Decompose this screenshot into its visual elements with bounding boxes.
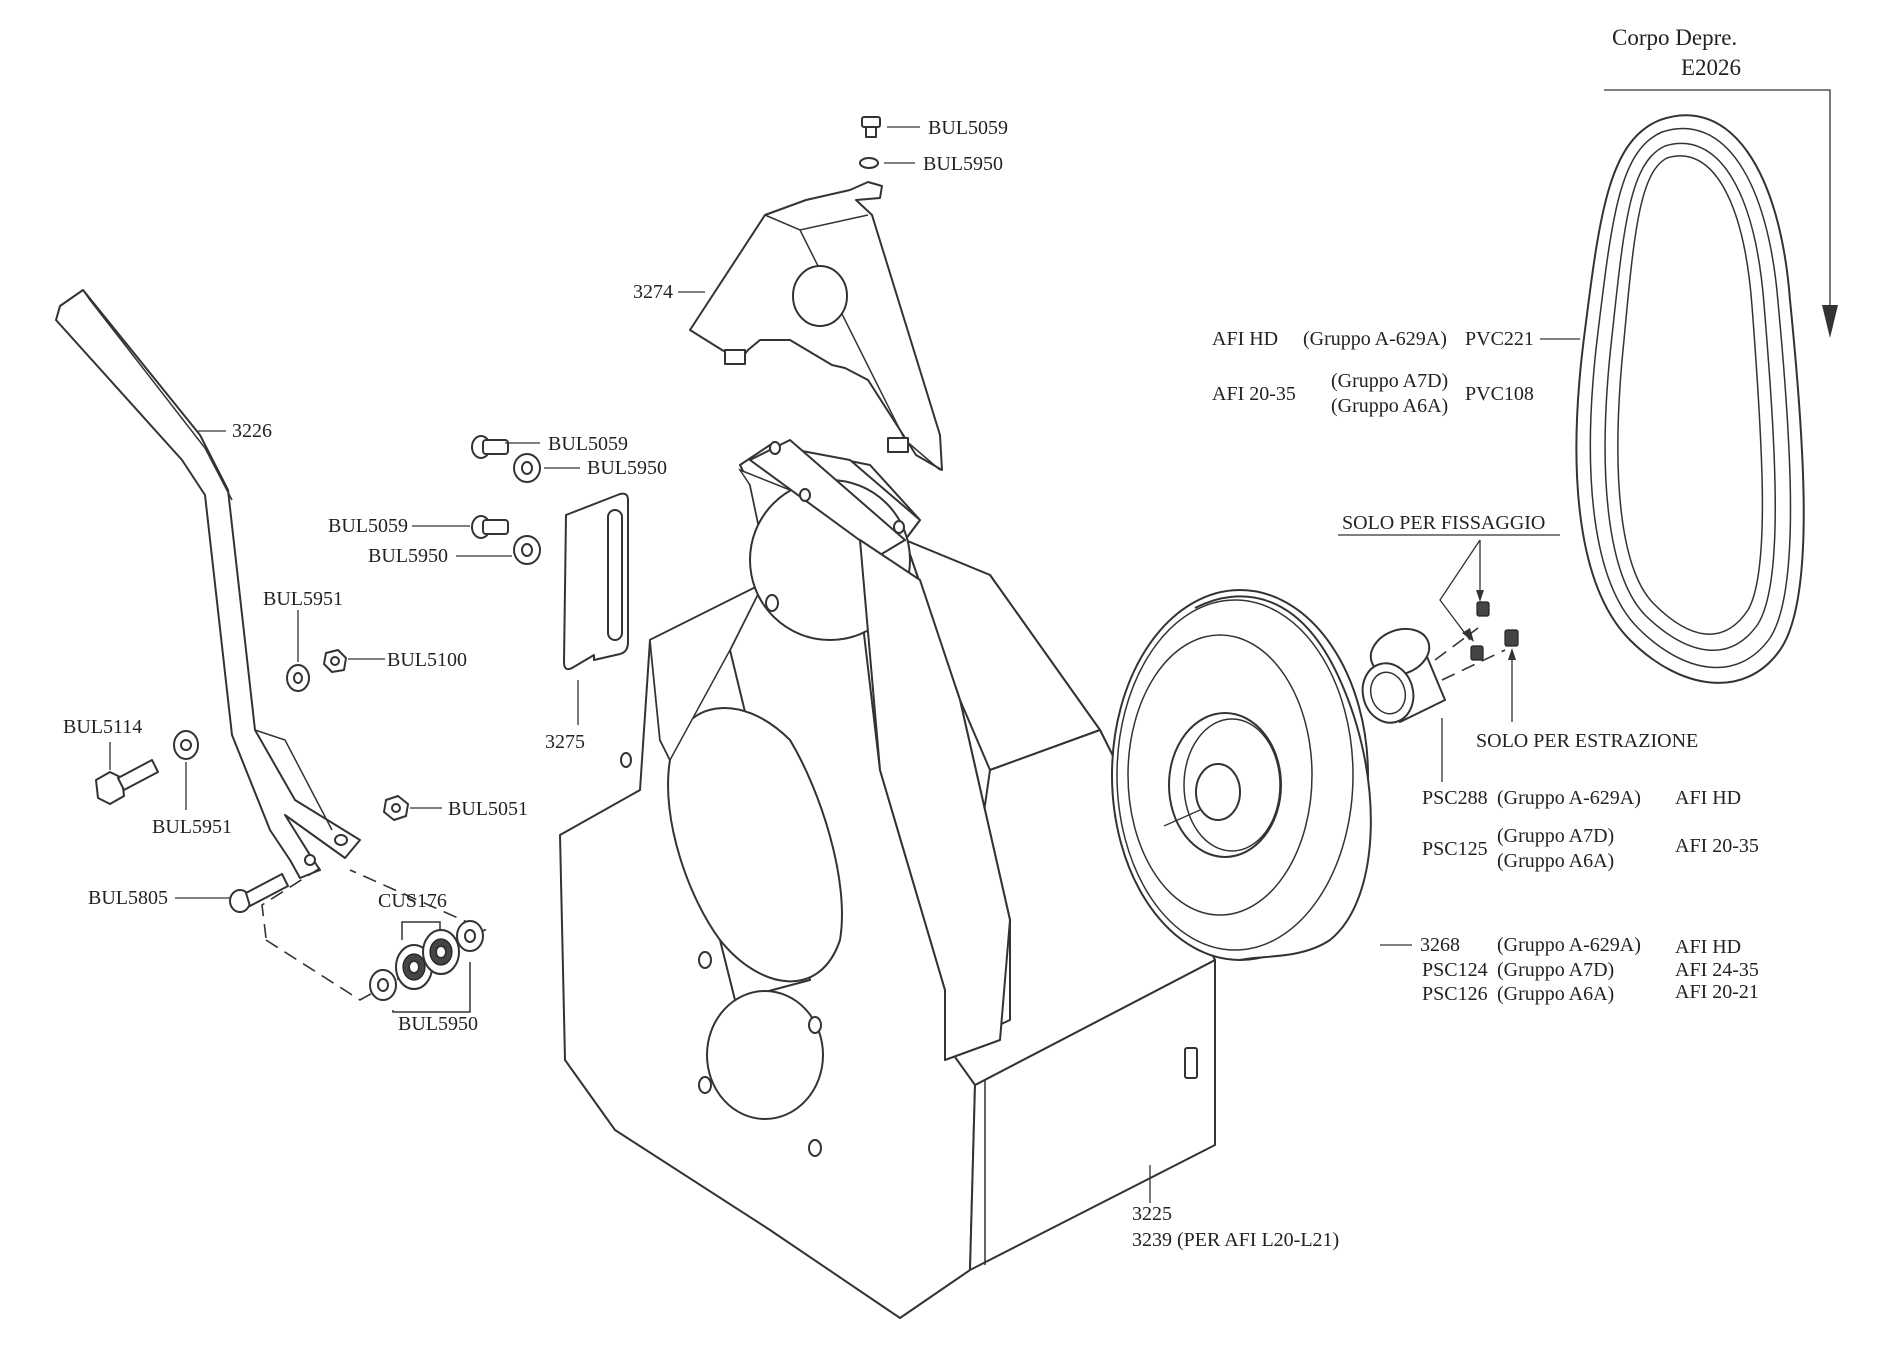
bushing-row2-group1: (Gruppo A7D) (1497, 825, 1614, 847)
bearing-code: CUS176 (378, 890, 447, 912)
pulley-row3-group: (Gruppo A6A) (1497, 983, 1614, 1005)
corpo-title: Corpo Depre. (1612, 25, 1737, 50)
lever-bolt-bottom (229, 873, 289, 913)
pulley-row1-code: 3268 (1420, 934, 1460, 956)
grub-screw-fix (1476, 601, 1490, 617)
bushing-row2-group2: (Gruppo A6A) (1497, 850, 1614, 872)
plate-washer-1 (513, 453, 541, 483)
note-extraction: SOLO PER ESTRAZIONE (1476, 730, 1698, 752)
lever-nut-bottom-code: BUL5051 (448, 798, 528, 820)
lever-washer-left (173, 730, 199, 760)
pulley-row2-code: PSC124 (1422, 959, 1488, 981)
bearing-dash-top (261, 867, 321, 939)
cover-code: 3274 (633, 281, 673, 303)
note-fixing: SOLO PER FISSAGGIO (1342, 512, 1545, 534)
housing-code: 3225 (1132, 1203, 1172, 1225)
belt-row1-code: PVC221 (1465, 328, 1534, 350)
lever-arm (55, 289, 361, 879)
top-washer-code: BUL5950 (923, 153, 1003, 175)
pulley-row3-model: AFI 20-21 (1675, 981, 1759, 1003)
lever-nut-top-code: BUL5100 (387, 649, 467, 671)
bushing-row2-model: AFI 20-35 (1675, 835, 1759, 857)
belt-row2-model: AFI 20-35 (1212, 383, 1296, 405)
belt-row1-group: (Gruppo A-629A) (1303, 328, 1447, 350)
plate-washer-1-code: BUL5950 (587, 457, 667, 479)
pulley-row3-code: PSC126 (1422, 983, 1488, 1005)
lever-washer-top-code: BUL5951 (263, 588, 343, 610)
lever-washer-left-code: BUL5951 (152, 816, 232, 838)
grub-screw-extract (1504, 629, 1519, 647)
lever-nut-top (323, 649, 347, 673)
bushing-row1-model: AFI HD (1675, 787, 1741, 809)
plate-washer-2-code: BUL5950 (368, 545, 448, 567)
adjust-plate (563, 492, 629, 671)
lever-nut-bottom (383, 795, 409, 821)
belt-row2-group2: (Gruppo A6A) (1331, 395, 1448, 417)
top-screw-code: BUL5059 (928, 117, 1008, 139)
lever-washer-top (286, 664, 310, 692)
plate-screw-1 (471, 435, 509, 459)
lever-bolt (95, 759, 159, 805)
lever-bolt-bottom-code: BUL5805 (88, 887, 168, 909)
belt-row1-model: AFI HD (1212, 328, 1278, 350)
bushing-row2-code: PSC125 (1422, 838, 1488, 860)
plate-screw-1-code: BUL5059 (548, 433, 628, 455)
housing-code-alt: 3239 (PER AFI L20-L21) (1132, 1229, 1339, 1251)
bearing-stack (369, 920, 484, 1001)
plate-screw-2-code: BUL5059 (328, 515, 408, 537)
pulley-row1-model: AFI HD (1675, 936, 1741, 958)
plate-code: 3275 (545, 731, 585, 753)
pulley-row2-model: AFI 24-35 (1675, 959, 1759, 981)
main-housing (559, 439, 1216, 1319)
bearing-washer-code: BUL5950 (398, 1013, 478, 1035)
corpo-arrow-head (1822, 305, 1838, 338)
bushing-dash (1441, 649, 1506, 681)
lever-bolt-code: BUL5114 (63, 716, 142, 738)
pulley (1111, 589, 1372, 961)
belt-cover (689, 181, 943, 471)
bushing-row1-code: PSC288 (1422, 787, 1488, 809)
grub-screw-fix-2 (1470, 645, 1484, 661)
pulley-row1-group: (Gruppo A-629A) (1497, 934, 1641, 956)
fix-arrow-2 (1439, 539, 1481, 641)
corpo-code: E2026 (1681, 55, 1741, 80)
belt-row2-code: PVC108 (1465, 383, 1534, 405)
belt-row2-group1: (Gruppo A7D) (1331, 370, 1448, 392)
plate-washer-2 (513, 535, 541, 565)
plate-screw-2 (471, 515, 509, 539)
pulley-row2-group: (Gruppo A7D) (1497, 959, 1614, 981)
bushing (1361, 627, 1446, 724)
corpo-arrow (1604, 89, 1831, 320)
bushing-row1-group: (Gruppo A-629A) (1497, 787, 1641, 809)
top-screw (861, 116, 881, 138)
top-washer (859, 157, 879, 169)
v-belt (1575, 114, 1805, 684)
lever-code: 3226 (232, 420, 272, 442)
